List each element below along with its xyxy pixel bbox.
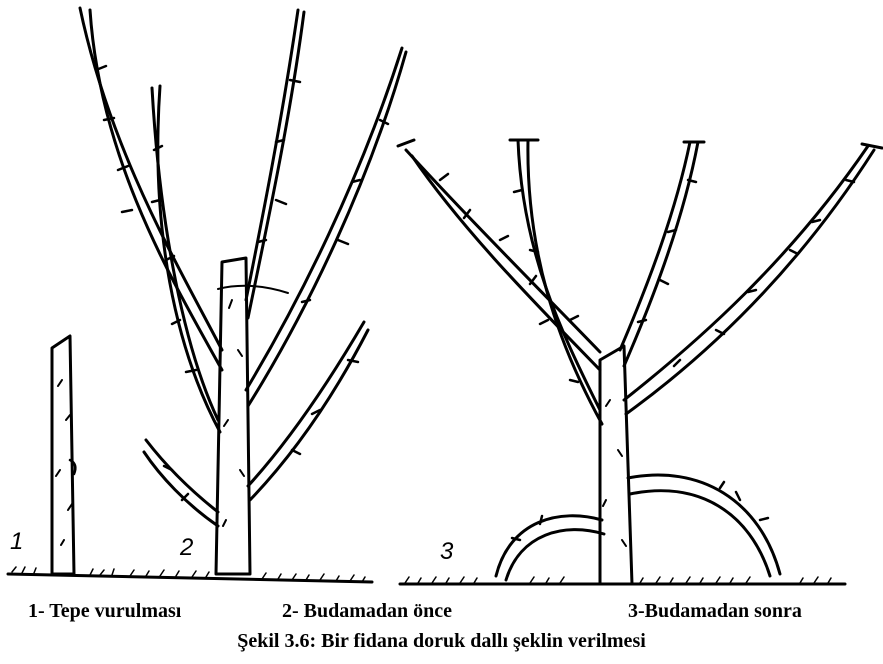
tree-headed-back xyxy=(52,336,75,574)
caption-before-pruning: 2- Budamadan önce xyxy=(282,600,452,623)
figure-title: Şekil 3.6: Bir fidana doruk dallı şeklin… xyxy=(0,630,883,653)
tree-after-pruning xyxy=(398,140,882,584)
tree-before-pruning xyxy=(80,8,406,574)
caption-after-pruning: 3-Budamadan sonra xyxy=(628,600,802,623)
caption-headed-back: 1- Tepe vurulması xyxy=(28,600,181,623)
figure-label-3: 3 xyxy=(440,538,453,566)
pruning-illustration xyxy=(0,0,883,600)
figure-label-2: 2 xyxy=(180,534,193,562)
figure-label-1: 1 xyxy=(10,528,23,556)
